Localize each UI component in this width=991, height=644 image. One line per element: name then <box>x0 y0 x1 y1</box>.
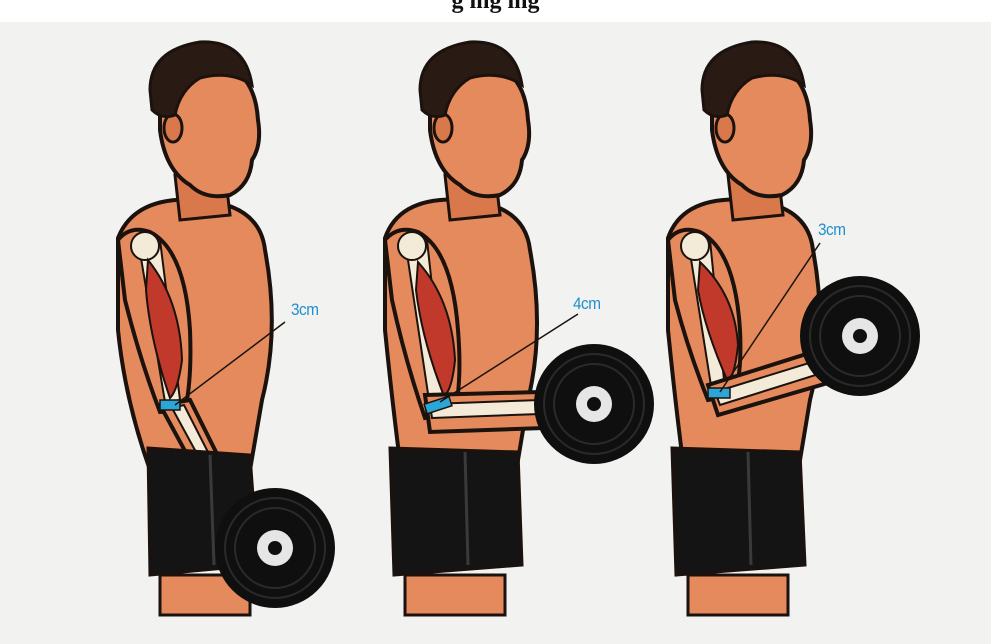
tendon-marker <box>160 400 180 410</box>
figure-forearm-horizontal <box>385 42 654 615</box>
ear <box>716 114 734 142</box>
ear <box>164 114 182 142</box>
legs <box>688 575 788 615</box>
shorts <box>672 448 805 575</box>
figure-arm-extended <box>118 42 335 615</box>
dumbbell-plate <box>534 344 654 464</box>
legs <box>405 575 505 615</box>
dumbbell-plate <box>215 488 335 608</box>
moment-arm-label-1: 3cm <box>291 300 319 320</box>
moment-arm-label-3: 3cm <box>818 220 846 240</box>
ear <box>434 114 452 142</box>
tendon-marker <box>708 388 730 398</box>
figure-arm-flexed <box>668 42 920 615</box>
shorts <box>390 448 522 575</box>
moment-arm-label-2: 4cm <box>573 294 601 314</box>
dumbbell-plate <box>800 276 920 396</box>
